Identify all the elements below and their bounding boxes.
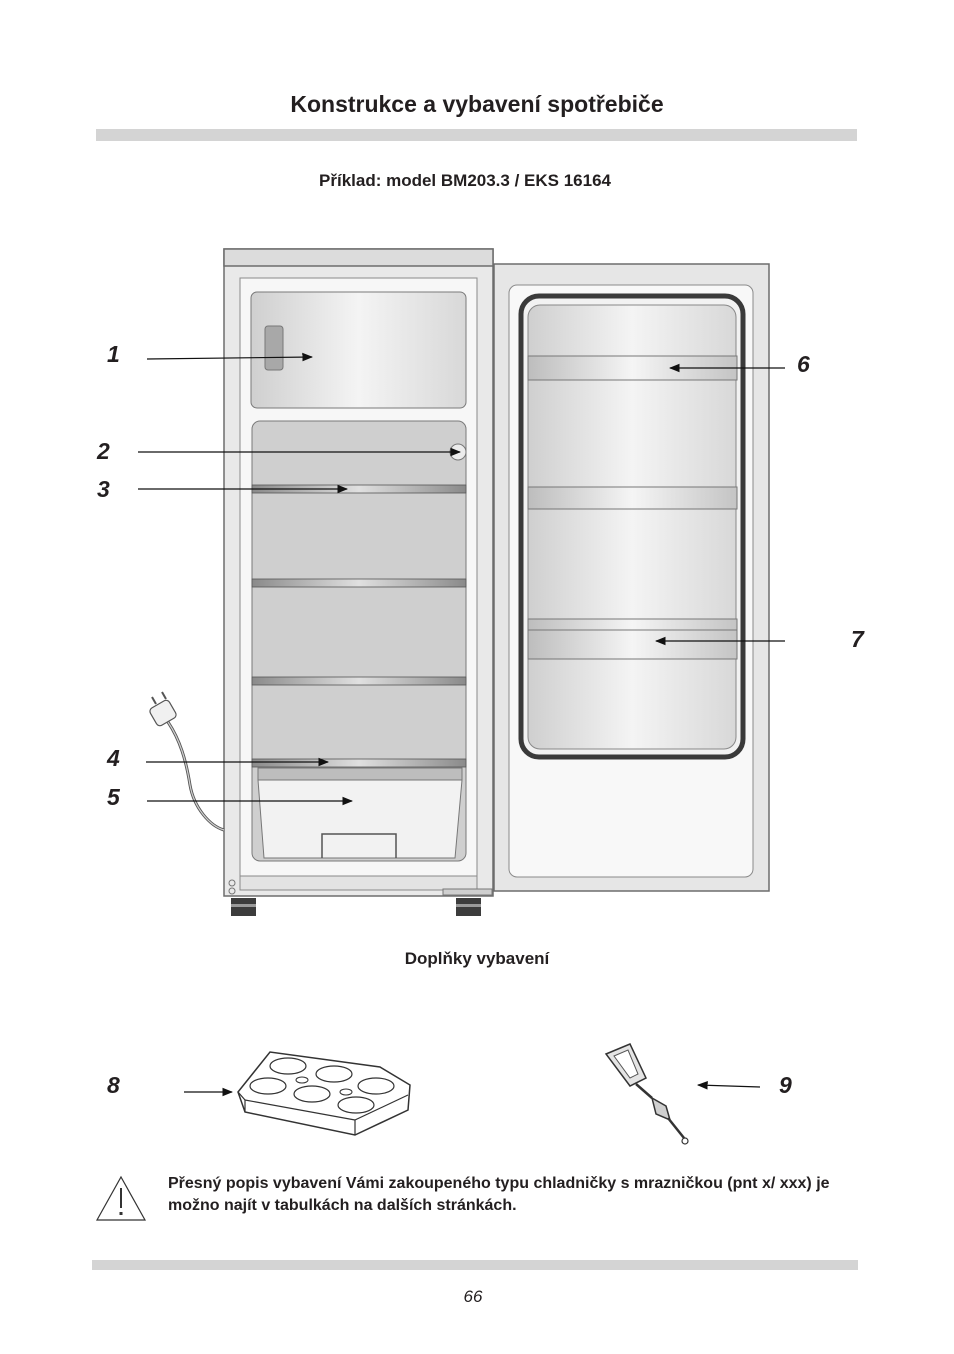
glass-shelf <box>251 578 467 588</box>
egg-tray <box>237 1051 411 1136</box>
callout-1: 1 <box>107 341 120 367</box>
ice-scraper <box>604 1043 689 1145</box>
model-example-label: Příklad: model BM203.3 / EKS 16164 <box>319 171 611 190</box>
callout-2: 2 <box>97 438 110 464</box>
refrigerator-door <box>493 263 770 892</box>
page-title: Konstrukce a vybavení spotřebiče <box>290 91 664 117</box>
callout-arrows <box>138 352 785 1097</box>
warning-note: Přesný popis vybavení Vámi zakoupeného t… <box>168 1175 830 1214</box>
accessories-title: Doplňky vybavení <box>404 949 550 968</box>
page-number: 66 <box>463 1287 483 1306</box>
callout-6: 6 <box>797 351 810 377</box>
callout-5: 5 <box>107 784 120 810</box>
crisper-drawer <box>257 767 463 859</box>
power-cord <box>149 691 225 832</box>
warning-triangle-icon <box>95 1175 147 1221</box>
callout-4: 4 <box>107 745 120 771</box>
bottle-shelf <box>527 618 738 660</box>
freezer-compartment <box>250 291 467 409</box>
callout-7: 7 <box>851 626 864 652</box>
callout-9: 9 <box>779 1072 792 1098</box>
header-divider <box>96 129 857 141</box>
callout-8: 8 <box>107 1072 120 1098</box>
fridge-compartment <box>251 420 467 862</box>
callout-3: 3 <box>97 476 110 502</box>
footer-divider <box>92 1260 858 1270</box>
door-shelf <box>527 486 738 510</box>
glass-shelf <box>251 676 467 686</box>
crisper-cover-shelf <box>251 758 467 768</box>
